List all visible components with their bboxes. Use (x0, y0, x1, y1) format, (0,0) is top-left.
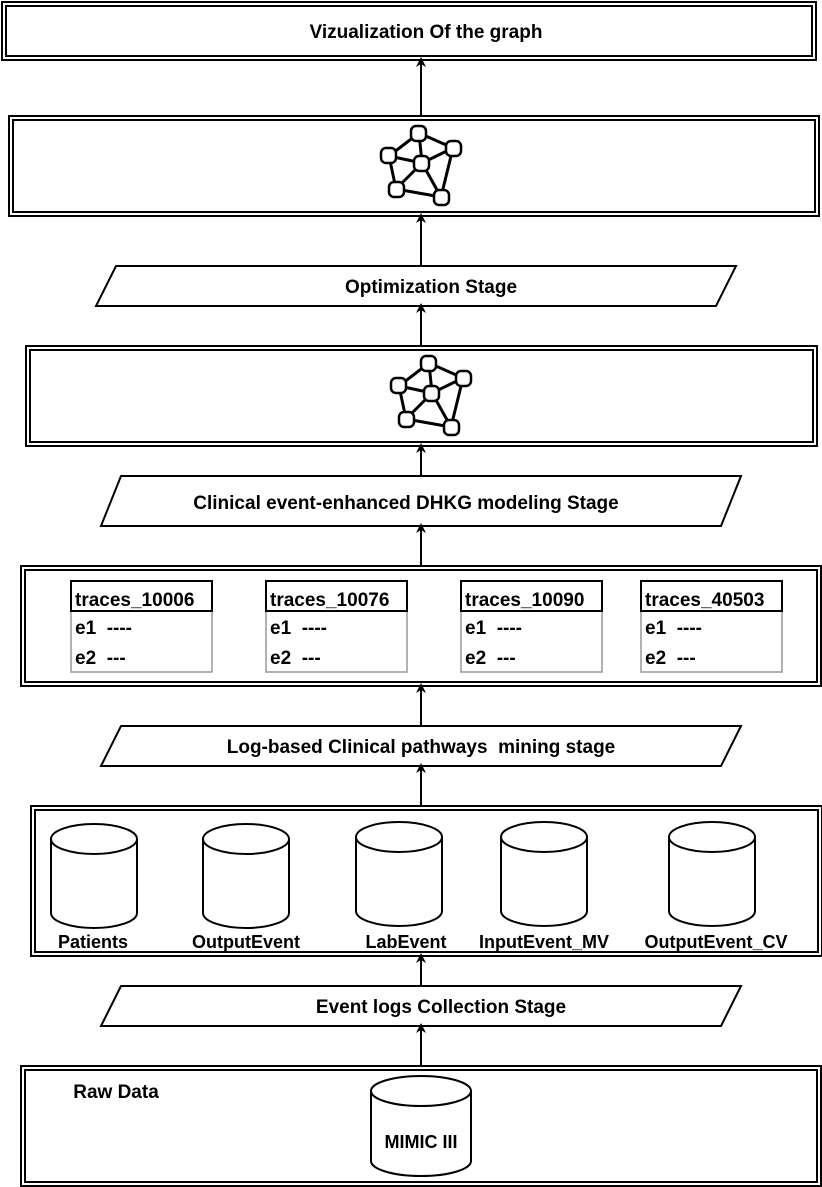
event-table-label: OutputEvent_CV (644, 932, 787, 952)
trace-table: traces_10076 e1 ---- e2 --- (265, 580, 408, 673)
optimization-stage: Optimization Stage (94, 265, 738, 307)
collection-stage-label: Event logs Collection Stage (316, 997, 566, 1018)
database-cylinder-icon (500, 821, 588, 927)
trace-event-row: e2 --- (75, 648, 126, 669)
trace-event-row: e1 ---- (75, 618, 132, 639)
trace-event-row: e1 ---- (465, 618, 522, 639)
trace-table: traces_10090 e1 ---- e2 --- (460, 580, 603, 673)
database-cylinder-icon (668, 821, 756, 927)
trace-name: traces_10076 (270, 590, 389, 611)
trace-name: traces_10090 (465, 590, 584, 611)
event-table-label: InputEvent_MV (479, 932, 609, 952)
trace-event-row: e1 ---- (645, 618, 702, 639)
trace-name: traces_10006 (75, 590, 194, 611)
database-cylinder-icon (202, 823, 290, 929)
graph-network-icon (389, 354, 473, 437)
trace-event-row: e2 --- (645, 648, 696, 669)
event-table-label: LabEvent (365, 932, 446, 952)
raw-data-label: Raw Data (73, 1082, 159, 1103)
trace-event-row: e2 --- (465, 648, 516, 669)
trace-name: traces_40503 (645, 590, 764, 611)
visualization-box: Vizualization Of the graph (1, 1, 817, 61)
optimized-graph-box (8, 115, 820, 217)
database-cylinder-icon (355, 821, 443, 927)
event-tables-box: Patients OutputEvent LabEvent InputEvent… (30, 805, 822, 957)
event-table-label: OutputEvent (192, 932, 300, 952)
trace-event-row: e2 --- (270, 648, 321, 669)
graph-network-icon (379, 124, 463, 207)
dhkg-stage-label: Clinical event-enhanced DHKG modeling St… (193, 493, 618, 514)
event-table-label: Patients (58, 932, 128, 952)
collection-stage: Event logs Collection Stage (99, 985, 743, 1027)
mining-stage: Log-based Clinical pathways mining stage (99, 725, 743, 767)
raw-data-box: Raw Data MIMIC III (20, 1065, 822, 1187)
visualization-title: Vizualization Of the graph (310, 22, 543, 43)
trace-table: traces_10006 e1 ---- e2 --- (70, 580, 213, 673)
trace-event-row: e1 ---- (270, 618, 327, 639)
database-cylinder-icon (370, 1075, 472, 1177)
trace-table: traces_40503 e1 ---- e2 --- (640, 580, 783, 673)
mining-stage-label: Log-based Clinical pathways mining stage (227, 737, 616, 758)
traces-box: traces_10006 e1 ---- e2 --- traces_10076… (20, 565, 822, 687)
optimization-stage-label: Optimization Stage (345, 277, 517, 298)
mimic-database-label: MIMIC III (385, 1132, 458, 1152)
database-cylinder-icon (50, 823, 138, 929)
dhkg-modeling-stage: Clinical event-enhanced DHKG modeling St… (99, 475, 743, 527)
dhkg-graph-box (25, 345, 818, 447)
